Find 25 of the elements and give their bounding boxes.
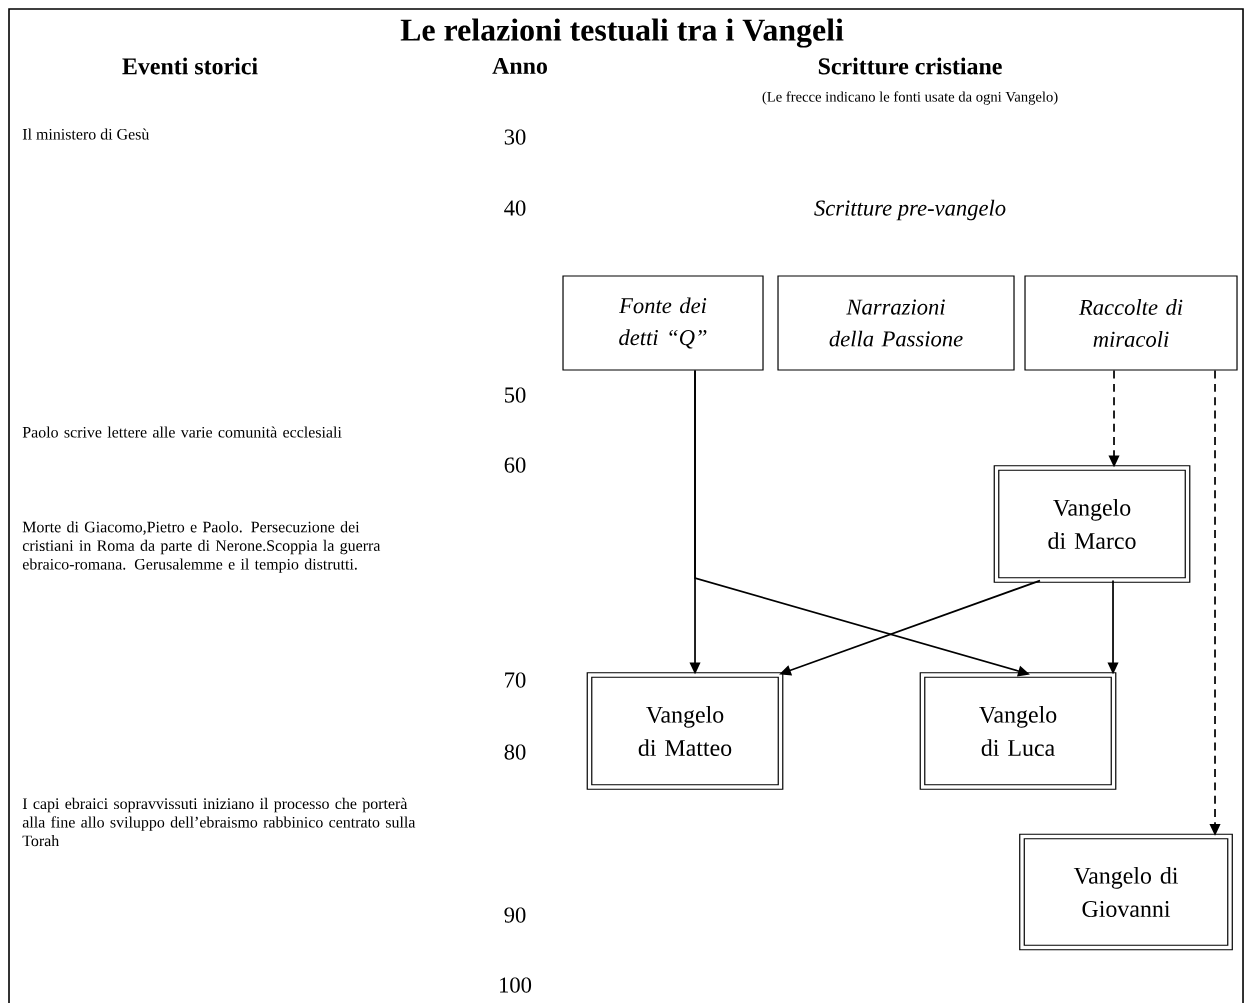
source-box: Fonte dei detti “Q” (562, 275, 764, 371)
year-label: 100 (500, 977, 532, 993)
year-label: 60 (504, 457, 526, 473)
year-label: 90 (504, 907, 526, 923)
event-text: Paolo scrive lettere alle varie comunità ecclesiali (22, 426, 342, 438)
gospel-box: Vangelo di Matteo (586, 672, 784, 790)
gospel-box: Vangelo di Luca (919, 672, 1117, 790)
year-label: 70 (505, 672, 526, 688)
event-text: Il ministero di Gesù (22, 128, 150, 140)
column-heading: Eventi storici (122, 57, 258, 75)
gospel-box: Vangelo di Giovanni (1019, 833, 1233, 951)
note: (Le frecce indicano le fonti usate da ogni Vangelo) (762, 91, 1058, 105)
event-text: Morte di Giacomo,Pietro e Paolo. Persecuzione dei cristiani in Roma da parte di Nerone.Scoppia la guerra ebraico-romana. Gerusalemme e il tempio distrutti. (22, 521, 381, 573)
section-heading: Scritture pre-vangelo (814, 199, 1006, 221)
column-heading: Anno (492, 58, 547, 74)
source-box: Narrazioni della Passione (777, 275, 1015, 371)
column-heading: Scritture cristiane (818, 57, 1002, 75)
year-label: 80 (504, 744, 526, 760)
year-label: 40 (504, 200, 526, 216)
source-box: Raccolte di miracoli (1024, 275, 1238, 371)
year-label: 50 (505, 387, 526, 403)
gospel-box: Vangelo di Marco (993, 465, 1191, 583)
title: Le relazioni testuali tra i Vangeli (400, 18, 844, 48)
event-text: I capi ebraici sopravvissuti iniziano il processo che porterà alla fine allo sviluppo dell’ebraismo rabbinico centrato sulla Torah (22, 797, 416, 847)
year-label: 30 (504, 129, 526, 145)
